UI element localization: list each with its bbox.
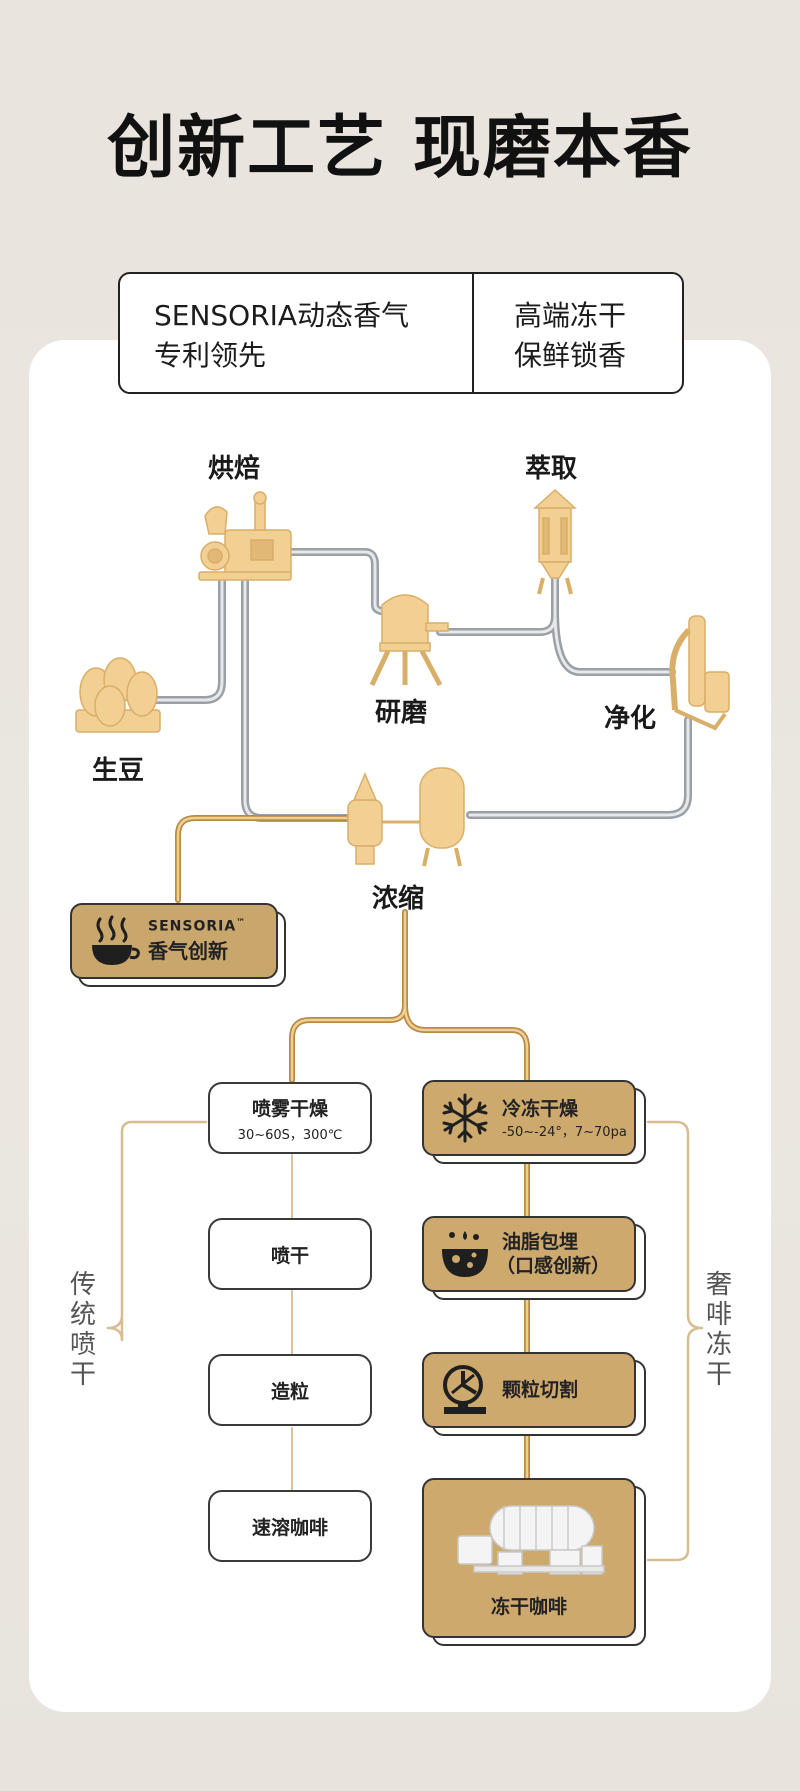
trad-step-sub: 30~60S，300℃ bbox=[237, 1127, 343, 1143]
feature-patent-line1: SENSORIA动态香气 bbox=[154, 299, 410, 332]
grinder-machine-icon bbox=[369, 594, 449, 687]
sensoria-brand-label: 香气创新 bbox=[148, 938, 228, 963]
freeze-label: 奢啡冻干 bbox=[705, 1270, 732, 1390]
stage-extract-label: 萃取 bbox=[525, 454, 578, 484]
sensoria-brand-box: SENSORIA™ 香气创新 bbox=[70, 903, 278, 979]
freeze-step-title: 冷冻干燥 bbox=[502, 1097, 579, 1120]
freeze-step-sub: -50~-24°，7~70pa bbox=[502, 1124, 627, 1140]
feature-patent: SENSORIA动态香气 专利领先 bbox=[120, 274, 474, 392]
feature-header-box: SENSORIA动态香气 专利领先 高端冻干 保鲜锁香 bbox=[118, 272, 684, 394]
freeze-bracket bbox=[646, 1120, 704, 1562]
freeze-step-oil-embed: 油脂包埋 （口感创新） bbox=[422, 1216, 636, 1292]
feature-freeze: 高端冻干 保鲜锁香 bbox=[474, 274, 682, 392]
purifier-machine-icon bbox=[669, 615, 730, 731]
traditional-label: 传统喷干 bbox=[69, 1270, 96, 1390]
trademark-mark: ™ bbox=[236, 918, 247, 929]
coffee-cup-icon bbox=[92, 915, 140, 965]
freeze-step-title: 油脂包埋 bbox=[502, 1231, 579, 1253]
freeze-dryer-machine bbox=[457, 1505, 605, 1575]
trad-step-title: 喷干 bbox=[270, 1244, 309, 1267]
stage-concentrate-label: 浓缩 bbox=[372, 884, 425, 914]
trad-step-granulate: 造粒 bbox=[208, 1354, 372, 1426]
freeze-step-product: 冻干咖啡 bbox=[422, 1478, 636, 1638]
freeze-step-title2: （口感创新） bbox=[496, 1255, 611, 1277]
feature-patent-line2: 专利领先 bbox=[154, 339, 267, 372]
trad-step-title: 喷雾干燥 bbox=[251, 1097, 328, 1120]
freeze-step-cutting: 颗粒切割 bbox=[422, 1352, 636, 1428]
page-title: 创新工艺 现磨本香 bbox=[107, 109, 693, 188]
sensoria-brand-name: SENSORIA™ bbox=[148, 918, 246, 935]
process-card bbox=[29, 340, 771, 1712]
freeze-step-title: 颗粒切割 bbox=[502, 1379, 579, 1401]
stage-grind-label: 研磨 bbox=[375, 698, 428, 728]
sensoria-brand-text: SENSORIA bbox=[148, 918, 237, 935]
cutting-disc-icon bbox=[443, 1365, 486, 1414]
freeze-step-title: 冻干咖啡 bbox=[490, 1596, 567, 1618]
traditional-bracket bbox=[106, 1120, 208, 1342]
stage-purify-label: 净化 bbox=[604, 704, 657, 734]
freeze-step-freeze-dry: 冷冻干燥 -50~-24°，7~70pa bbox=[422, 1080, 636, 1156]
feature-freeze-line1: 高端冻干 bbox=[514, 299, 627, 332]
stage-roast-label: 烘焙 bbox=[208, 454, 261, 484]
stage-green-bean-label: 生豆 bbox=[92, 756, 145, 786]
trad-step-spray: 喷干 bbox=[208, 1218, 372, 1290]
trad-step-spray-dry: 喷雾干燥 30~60S，300℃ bbox=[208, 1082, 372, 1154]
oil-bowl-icon bbox=[442, 1231, 488, 1277]
trad-step-instant: 速溶咖啡 bbox=[208, 1490, 372, 1562]
feature-freeze-line2: 保鲜锁香 bbox=[514, 339, 627, 372]
snowflake-icon bbox=[442, 1093, 488, 1143]
trad-step-title: 速溶咖啡 bbox=[251, 1516, 328, 1539]
green-bean-sacks-icon bbox=[75, 657, 161, 733]
trad-step-title: 造粒 bbox=[270, 1380, 309, 1403]
extraction-column-icon bbox=[533, 488, 577, 595]
roaster-machine-icon bbox=[198, 491, 292, 581]
concentrator-machine-icon bbox=[347, 767, 465, 867]
